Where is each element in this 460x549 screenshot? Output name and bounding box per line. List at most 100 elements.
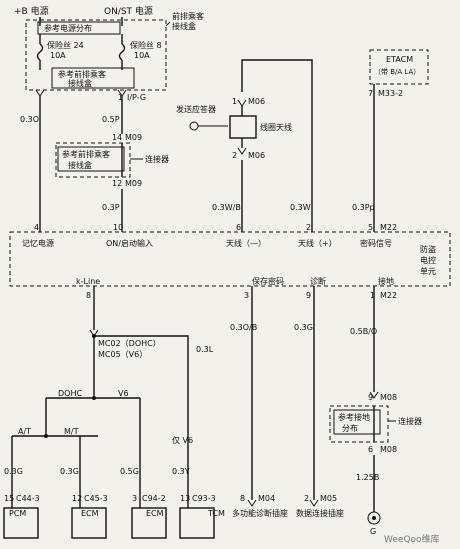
wire-05g-ecm2-label: 0.5G: [120, 467, 139, 476]
ground-point-icon: [367, 511, 381, 525]
v6-label: V6: [118, 389, 129, 398]
etacm-conn: M33-2: [378, 89, 403, 98]
multi-diag-label: 多功能诊断插座: [232, 508, 288, 518]
mc02-label: MC02（DOHC）: [98, 339, 161, 348]
front-junction-ref-2: 接线盒: [68, 78, 92, 88]
ecm-b-box: [131, 507, 167, 539]
b-plus-power-label: +B 电源: [14, 5, 49, 17]
only-v6-label: 仅 V6: [172, 435, 193, 445]
mt-label: M/T: [64, 427, 79, 436]
mc05-label: MC05（V6）: [98, 350, 147, 359]
coil-antenna-label: 线圈天线: [260, 122, 292, 132]
m06-label-b: M06: [248, 151, 265, 160]
lbl-antenna-minus: 天线（—）: [226, 238, 266, 248]
lbl-memory-power: 记忆电源: [22, 238, 54, 248]
junction-ref-a: 参考前排乘客: [62, 149, 110, 159]
m05-label: M05: [320, 494, 337, 503]
imm-pin3: 3: [244, 291, 249, 300]
lbl-diag: 诊断: [310, 276, 326, 286]
m04-arrow: [247, 499, 257, 507]
m06-label-a: M06: [248, 97, 265, 106]
unit-name-3: 单元: [420, 266, 436, 276]
m08-label-b: M08: [380, 445, 397, 454]
arrow-left-a: [35, 89, 45, 97]
at-label: A/T: [18, 427, 31, 436]
m08-arrow-a: [369, 391, 379, 399]
m06-pin1: 1: [232, 97, 237, 106]
unit-name-2: 电控: [420, 255, 436, 265]
m09-pin14: 14: [112, 133, 122, 142]
etacm-title: ETACM: [386, 55, 413, 64]
fuse24-symbol: [36, 43, 44, 61]
transponder-label: 发送应答器: [176, 104, 216, 114]
imm-pin1: 1: [370, 291, 375, 300]
data-link-label: 数据连接插座: [296, 508, 344, 518]
wire-05bo-label: 0.5B/O: [350, 327, 377, 336]
m08-pin9: 9: [368, 393, 373, 402]
ref-power-dist-label: 参考电源分布: [44, 23, 92, 33]
pcm-box: [3, 507, 39, 539]
etacm-subtitle: （带 B/A LA）: [374, 68, 420, 76]
front-junction-box-2: 接线盒: [172, 21, 196, 31]
wire-03o-label: 0.3O: [20, 115, 39, 124]
unit-name-1: 防盗: [420, 244, 436, 254]
lbl-kline: k-Line: [76, 277, 100, 286]
m09-label-b: M09: [125, 179, 142, 188]
dohc-label: DOHC: [58, 389, 82, 398]
ground-ref-2: 分布: [342, 423, 358, 433]
fuse24-rating: 10A: [50, 51, 66, 60]
etacm-box: [369, 49, 429, 85]
imm-pin6: 6: [236, 223, 241, 232]
wire-03ob-label: 0.3O/B: [230, 323, 257, 332]
pcm-pin: 15: [4, 494, 14, 503]
m05-arrow: [309, 499, 319, 507]
tcm-box: [179, 507, 215, 539]
lbl-antenna-plus: 天线（+）: [298, 238, 337, 248]
ref-power-dist-tag: [37, 21, 121, 35]
m06-arrow-a: [237, 99, 247, 107]
fuse-box-outline: [25, 19, 167, 91]
junction-dot-atmt: [44, 434, 48, 438]
fuse8-symbol: [118, 43, 126, 61]
ecm-a-label: ECM: [81, 509, 99, 518]
junction-ref-b: 接线盒: [68, 160, 92, 170]
lbl-on-start: ON/启动输入: [106, 238, 153, 248]
junction-ref-box: [55, 142, 131, 178]
ground-ref-1: 参考接地: [338, 412, 370, 422]
tcm-label: TCM: [207, 509, 225, 518]
m08-pin6: 6: [368, 445, 373, 454]
m06-pin2: 2: [232, 151, 237, 160]
m06-arrow-b: [237, 147, 247, 155]
ground-ref-tag: [333, 409, 381, 435]
lbl-code-signal: 密码信号: [360, 238, 392, 248]
i-p-g-pin: 1: [118, 93, 123, 102]
pcm-label: PCM: [9, 509, 26, 518]
ecm-b-pin: 3: [132, 494, 137, 503]
wire-03pp-label: 0.3Pp: [352, 203, 375, 212]
ecm-b-conn: C94-2: [142, 494, 166, 503]
imm-pin10: 10: [113, 223, 123, 232]
wire-05p-label: 0.5P: [102, 115, 120, 124]
connector-r-label: 连接器: [398, 416, 422, 426]
ecm-b-label: ECM: [146, 509, 164, 518]
watermark: WeeQoo维库: [384, 533, 440, 545]
m04-pin: 8: [240, 494, 245, 503]
etacm-pin: 7: [368, 89, 373, 98]
tcm-conn: C93-3: [192, 494, 216, 503]
wire-03g-ecm1-label: 0.3G: [60, 467, 79, 476]
front-junction-ref-tag: [51, 67, 135, 89]
front-junction-ref-1: 参考前排乘客: [58, 69, 106, 79]
imm-m22-bottom: M22: [380, 291, 397, 300]
ecm-a-box: [71, 507, 107, 539]
fuse24-name: 保险丝 24: [47, 40, 84, 50]
ground-point-core: [372, 516, 376, 520]
imm-pin5: 5: [368, 223, 373, 232]
m09-label-a: M09: [125, 133, 142, 142]
m09-pin12: 12: [112, 179, 122, 188]
ground-ref-box: [329, 405, 389, 443]
wire-03g-label: 0.3G: [294, 323, 313, 332]
pcm-conn: C44-3: [16, 494, 40, 503]
key-icon: [189, 121, 199, 131]
m04-label: M04: [258, 494, 275, 503]
